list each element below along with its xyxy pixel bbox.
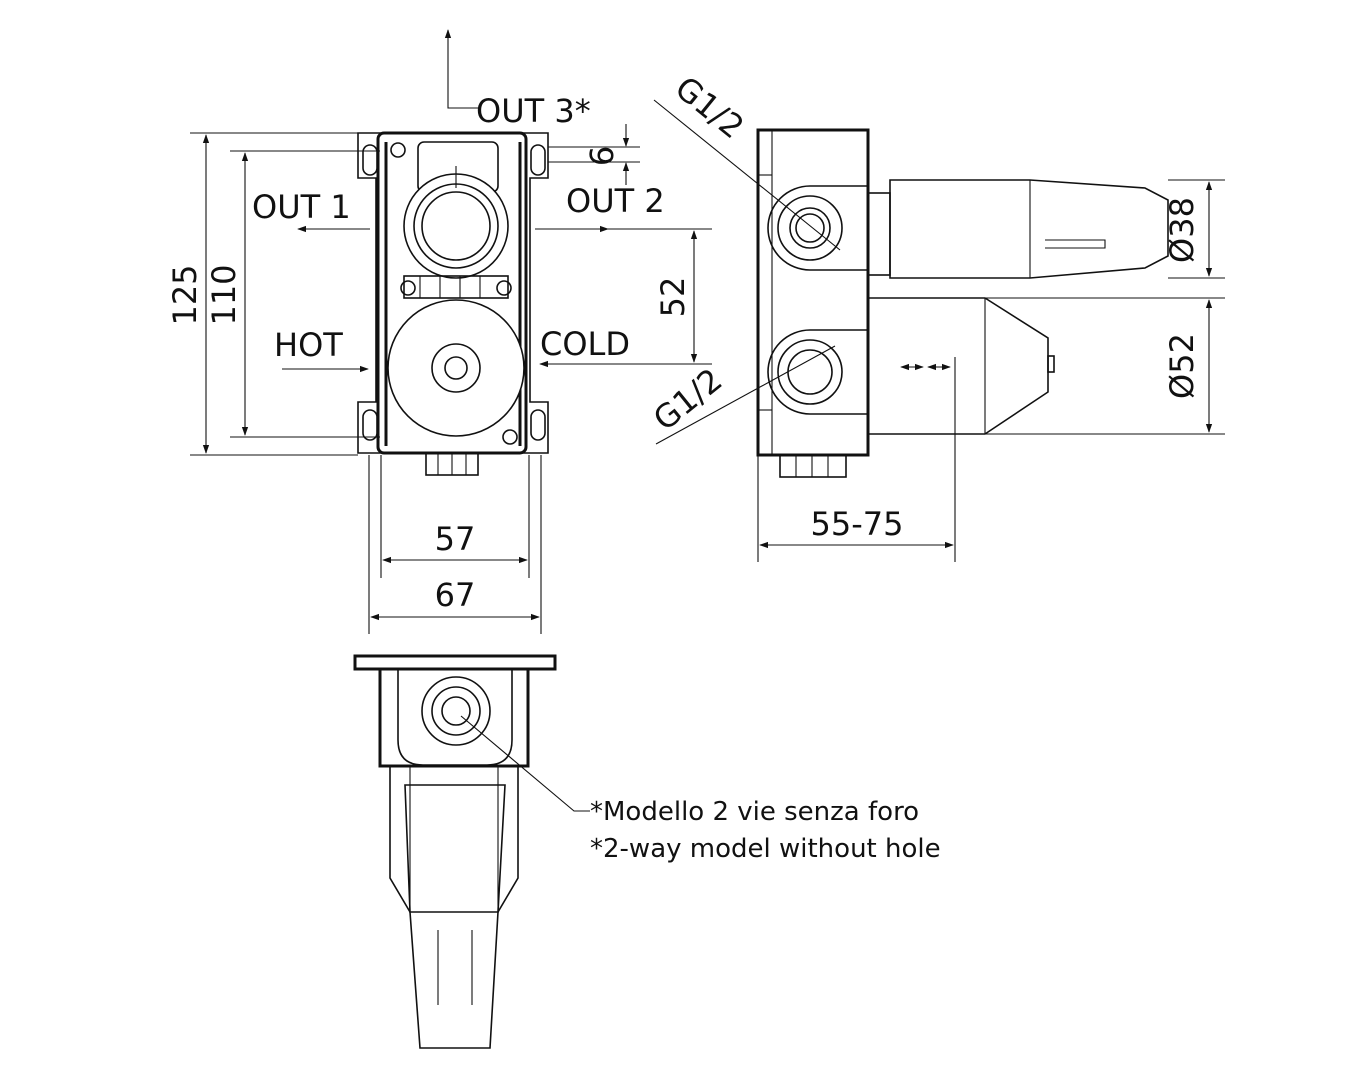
dim-depth-range: 55-75 — [811, 505, 904, 543]
dim-width-inner: 57 — [435, 520, 476, 558]
note-italian: *Modello 2 vie senza foro — [590, 797, 919, 827]
dimension-52 — [608, 228, 712, 365]
note-english: *2-way model without hole — [590, 834, 941, 864]
dimension-depth — [757, 455, 954, 562]
dimension-6 — [548, 124, 640, 185]
label-cold: COLD — [540, 325, 630, 363]
side-view — [756, 128, 1169, 562]
dimension-125 — [190, 132, 358, 456]
dimension-110 — [230, 150, 380, 438]
dimension-diam38 — [1168, 179, 1225, 279]
label-out1: OUT 1 — [252, 188, 351, 226]
dim-diam-large: Ø52 — [1163, 333, 1201, 399]
label-out3: OUT 3* — [476, 92, 591, 130]
dimension-57 — [380, 455, 530, 578]
dim-height-outer: 125 — [166, 264, 204, 325]
front-view — [357, 131, 549, 476]
dim-gap-top: 6 — [583, 146, 621, 166]
dimension-67 — [368, 455, 542, 634]
dim-axis-distance: 52 — [654, 277, 692, 318]
label-thread-top: G1/2 — [668, 69, 751, 147]
dim-width-outer: 67 — [435, 576, 476, 614]
label-out2: OUT 2 — [566, 182, 665, 220]
label-hot: HOT — [274, 326, 343, 364]
dim-diam-small: Ø38 — [1163, 197, 1201, 263]
dim-height-inner: 110 — [205, 264, 243, 325]
dimension-diam52 — [868, 297, 1225, 435]
bottom-view — [353, 654, 557, 1049]
